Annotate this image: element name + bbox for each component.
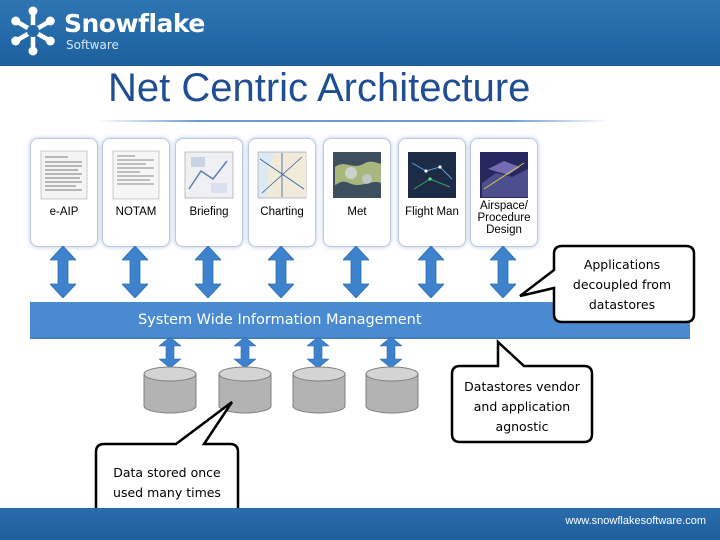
app-label: Charting [260,206,304,218]
double-arrow-icon [50,246,76,298]
title-divider [96,120,610,122]
double-arrow-icon [418,246,444,298]
header-bar: Snowflake Software [0,0,720,66]
radar-map-icon [408,152,456,198]
app-card-flight-man: Flight Man [398,138,466,247]
app-card-notam: NOTAM [102,138,170,247]
app-card-eaip: e-AIP [30,138,98,247]
double-arrow-icon [122,246,148,298]
app-card-airspace: Airspace/ Procedure Design [470,138,538,247]
footer-url[interactable]: www.snowflakesoftware.com [565,515,706,527]
database-icon [143,366,197,414]
double-arrow-icon [307,337,329,368]
app-label: Briefing [189,206,229,218]
brand-name: Snowflake [64,9,205,38]
app-label: Flight Man [405,206,459,218]
double-arrow-icon [195,246,221,298]
app-card-met: Met [323,138,391,247]
callout-data-text: Data stored once used many times [113,465,221,500]
chart-map-icon [257,151,307,199]
footer-bar [0,508,720,540]
slide-title: Net Centric Architecture [108,66,531,110]
database-icon [218,366,272,414]
callout-datastores-text: Datastores vendor and application agnost… [464,379,580,434]
swim-label: System Wide Information Management [138,312,422,328]
double-arrow-icon [490,246,516,298]
app-label: Met [347,206,367,218]
snowflake-logo-icon [11,6,55,56]
double-arrow-icon [159,337,181,368]
callout-apps-text: Applications decoupled from datastores [572,257,672,312]
map-icon [184,151,234,199]
airspace-3d-icon [480,152,528,198]
document-icon [40,150,88,200]
app-label: e-AIP [49,206,79,218]
weather-map-icon [333,152,381,198]
brand-subtitle: Software [66,38,119,52]
double-arrow-icon [380,337,402,368]
app-label: NOTAM [115,206,157,218]
database-icon [292,366,346,414]
double-arrow-icon [234,337,256,368]
app-card-briefing: Briefing [175,138,243,247]
double-arrow-icon [268,246,294,298]
double-arrow-icon [343,246,369,298]
app-card-charting: Charting [248,138,316,247]
app-label: Airspace/ Procedure Design [477,200,531,236]
document-icon [112,150,160,200]
database-icon [365,366,419,414]
